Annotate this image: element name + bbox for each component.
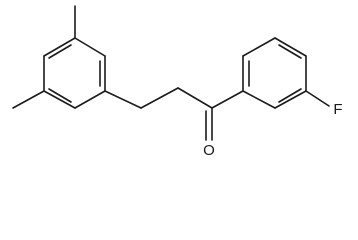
double-bond-inner (48, 88, 72, 103)
chain-bond-1 (104, 90, 142, 109)
right-benzene-ring (211, 37, 307, 109)
chain-bond-2 (140, 87, 179, 109)
fluorine-bond (305, 90, 330, 107)
oxygen-label-bg (202, 141, 216, 158)
molecule-structure-diagram: O F (12, 5, 345, 159)
left-benzene-ring (43, 37, 106, 109)
double-bond-inner (278, 44, 302, 59)
oxygen-atom-label: O (203, 142, 215, 159)
bond (43, 37, 76, 57)
fluorine-atom-label: F (333, 101, 342, 118)
bond (274, 90, 307, 109)
bond (74, 90, 106, 109)
bond (43, 90, 76, 109)
fluorine-label-bg (331, 100, 345, 117)
double-bond-inner (278, 88, 302, 103)
bond (211, 90, 244, 109)
double-bond-inner (48, 44, 72, 59)
bond (74, 37, 106, 57)
methyl-bond-bottom-left (12, 90, 45, 109)
chain-bond-3 (177, 87, 213, 109)
bond (242, 90, 276, 109)
bond (274, 37, 307, 57)
bond (242, 37, 276, 57)
